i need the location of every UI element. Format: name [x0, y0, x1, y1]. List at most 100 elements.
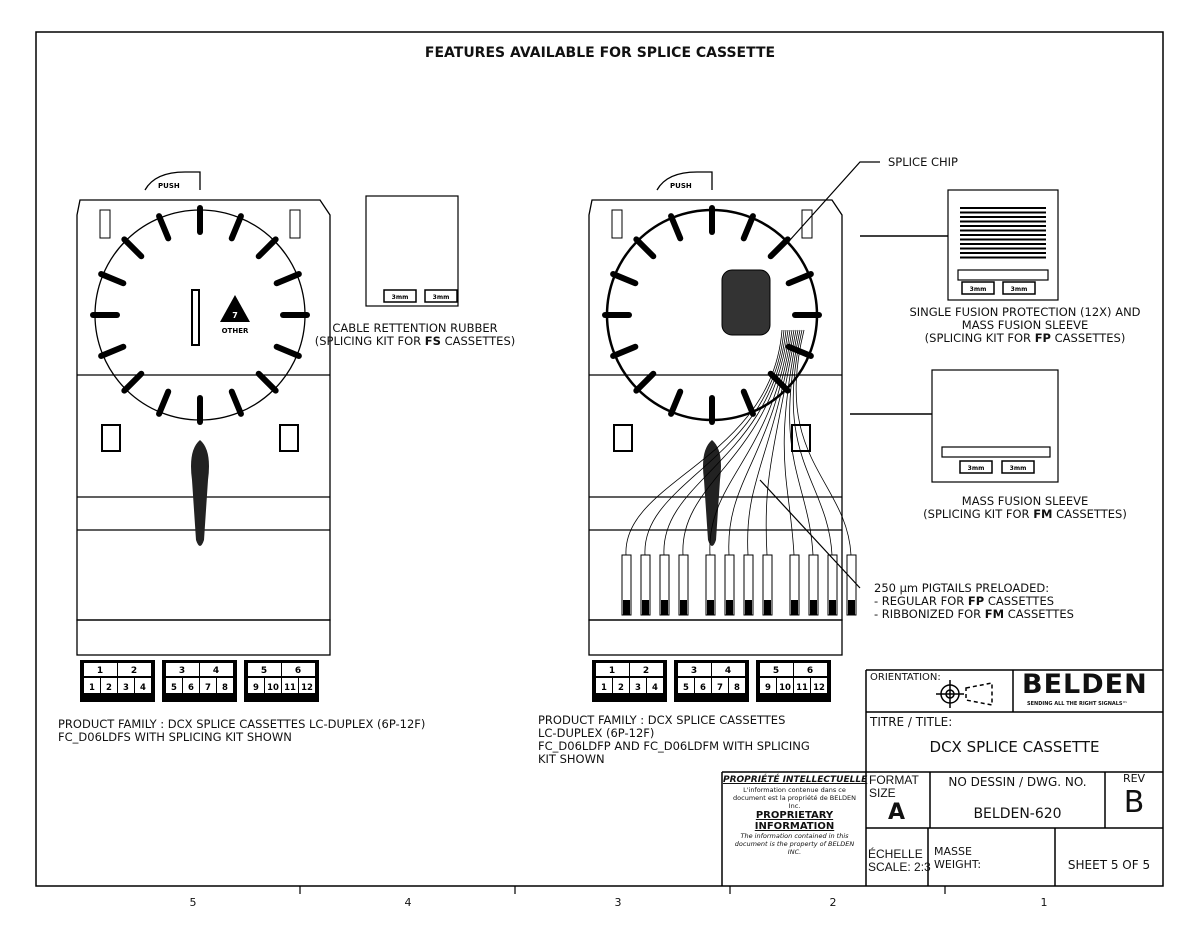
connector-fiber-label: 5 — [171, 683, 177, 693]
format-label-2: SIZE — [869, 786, 896, 800]
belden-tagline: SENDING ALL THE RIGHT SIGNALS™ — [1027, 701, 1128, 707]
kit-size-label: 3mm — [1011, 286, 1028, 293]
push-label: PUSH — [158, 182, 180, 190]
connector-fiber-label: 11 — [284, 683, 296, 693]
weight-label-2: WEIGHT: — [934, 858, 982, 871]
rubber-callout: CABLE RETTENTION RUBBER (SPLICING KIT FO… — [300, 322, 530, 348]
right-caption: PRODUCT FAMILY : DCX SPLICE CASSETTES LC… — [538, 714, 810, 766]
sheet-title: FEATURES AVAILABLE FOR SPLICE CASSETTE — [424, 45, 776, 61]
right-caption-line-2: LC-DUPLEX (6P-12F) — [538, 726, 655, 740]
right-caption-line-4: KIT SHOWN — [538, 752, 605, 766]
connector-fiber-label: 3 — [635, 683, 641, 693]
connector-port-label: 4 — [725, 666, 731, 676]
connector-fiber-label: 11 — [796, 683, 808, 693]
connector-fiber-label: 7 — [205, 683, 211, 693]
dwg-number: BELDEN-620 — [973, 806, 1062, 822]
format-value: A — [888, 800, 906, 825]
single-fusion-line-1: SINGLE FUSION PROTECTION (12X) AND — [909, 305, 1141, 319]
connector-port-label: 5 — [773, 666, 779, 676]
connector-fiber-label: 10 — [779, 683, 791, 693]
connector-fiber-label: 8 — [222, 683, 228, 693]
left-caption-line-1: PRODUCT FAMILY : DCX SPLICE CASSETTES LC… — [58, 717, 426, 731]
single-fusion-callout: SINGLE FUSION PROTECTION (12X) AND MASS … — [880, 306, 1170, 345]
push-label: PUSH — [670, 182, 692, 190]
format-label-1: FORMAT — [869, 773, 919, 787]
mass-fusion-line-1: MASS FUSION SLEEVE — [961, 494, 1089, 508]
scale-label-2: SCALE: 2:3 — [868, 860, 931, 874]
kit-size-label: 3mm — [968, 465, 985, 472]
connector-fiber-label: 1 — [89, 683, 95, 693]
weight-label-1: MASSE — [934, 845, 972, 858]
connector-fiber-label: 6 — [188, 683, 194, 693]
badge-number: 7 — [232, 311, 238, 320]
title-label: TITRE / TITLE: — [870, 715, 953, 729]
scale-label-1: ÉCHELLE — [868, 847, 923, 861]
connector-fiber-label: 3 — [123, 683, 129, 693]
connector-fiber-label: 12 — [813, 683, 825, 693]
orientation-label: ORIENTATION: — [870, 672, 941, 683]
right-caption-line-1: PRODUCT FAMILY : DCX SPLICE CASSETTES — [538, 713, 786, 727]
belden-logo: BELDEN — [1022, 669, 1148, 700]
connector-fiber-label: 2 — [106, 683, 112, 693]
connector-port-label: 2 — [131, 666, 137, 676]
zone-4: 4 — [404, 896, 412, 909]
mass-fusion-line-2: (SPLICING KIT FOR FM CASSETTES) — [923, 507, 1127, 521]
zone-2: 2 — [829, 896, 837, 909]
kit-size-label: 3mm — [433, 294, 450, 301]
pigtails-line-2: - REGULAR FOR FP CASSETTES — [874, 594, 1055, 608]
connector-fiber-label: 1 — [601, 683, 607, 693]
connector-port-label: 5 — [261, 666, 267, 676]
kit-size-label: 3mm — [392, 294, 409, 301]
zone-3: 3 — [614, 896, 622, 909]
connector-fiber-label: 2 — [618, 683, 624, 693]
connector-fiber-label: 9 — [765, 683, 771, 693]
connector-port-label: 6 — [807, 666, 813, 676]
connector-fiber-label: 8 — [734, 683, 740, 693]
pigtails-line-1: 250 µm PIGTAILS PRELOADED: — [874, 581, 1050, 595]
connector-fiber-label: 4 — [140, 683, 146, 693]
badge-label: OTHER — [222, 327, 249, 335]
connector-fiber-label: 4 — [652, 683, 658, 693]
prop-fr-heading: PROPRIÉTÉ INTELLECTUELLE — [723, 775, 868, 785]
connector-port-label: 4 — [213, 666, 219, 676]
connector-fiber-label: 5 — [683, 683, 689, 693]
connector-port-label: 2 — [643, 666, 649, 676]
connector-fiber-label: 7 — [717, 683, 723, 693]
prop-fr-text: L'information contenue dans ce document … — [733, 786, 856, 810]
single-fusion-line-3: (SPLICING KIT FOR FP CASSETTES) — [924, 331, 1126, 345]
mass-fusion-callout: MASS FUSION SLEEVE (SPLICING KIT FOR FM … — [880, 495, 1170, 521]
connector-port-label: 1 — [97, 666, 103, 676]
connector-fiber-label: 10 — [267, 683, 279, 693]
dwg-label: NO DESSIN / DWG. NO. — [948, 775, 1087, 789]
rev-label: REV — [1122, 772, 1146, 785]
format-label: FORMAT SIZE — [869, 774, 919, 800]
scale-label: ÉCHELLE SCALE: 2:3 — [868, 848, 931, 874]
connector-port-label: 6 — [295, 666, 301, 676]
drawing-title: DCX SPLICE CASSETTE — [929, 738, 1100, 756]
connector-port-label: 3 — [179, 666, 185, 676]
connector-fiber-label: 6 — [700, 683, 706, 693]
pigtails-line-3: - RIBBONIZED FOR FM CASSETTES — [874, 607, 1074, 621]
connector-fiber-label: 12 — [301, 683, 313, 693]
connector-port-label: 1 — [609, 666, 615, 676]
splice-chip-callout: SPLICE CHIP — [888, 155, 958, 169]
kit-size-label: 3mm — [970, 286, 987, 293]
zone-5: 5 — [189, 896, 197, 909]
rubber-line-2: (SPLICING KIT FOR FS CASSETTES) — [314, 334, 516, 348]
left-caption-line-2: FC_D06LDFS WITH SPLICING KIT SHOWN — [58, 730, 292, 744]
pigtails-callout: 250 µm PIGTAILS PRELOADED: - REGULAR FOR… — [874, 582, 1074, 621]
proprietary-notice: PROPRIÉTÉ INTELLECTUELLE L'information c… — [723, 775, 868, 856]
connector-port-label: 3 — [691, 666, 697, 676]
right-caption-line-3: FC_D06LDFP AND FC_D06LDFM WITH SPLICING — [538, 739, 810, 753]
prop-en-heading: PROPRIETARY INFORMATION — [754, 810, 835, 832]
sheet-number: SHEET 5 OF 5 — [1067, 858, 1151, 872]
connector-fiber-label: 9 — [253, 683, 259, 693]
single-fusion-line-2: MASS FUSION SLEEVE — [961, 318, 1089, 332]
rubber-line-1: CABLE RETTENTION RUBBER — [332, 321, 498, 335]
weight-label: MASSE WEIGHT: — [934, 845, 981, 871]
kit-size-label: 3mm — [1010, 465, 1027, 472]
